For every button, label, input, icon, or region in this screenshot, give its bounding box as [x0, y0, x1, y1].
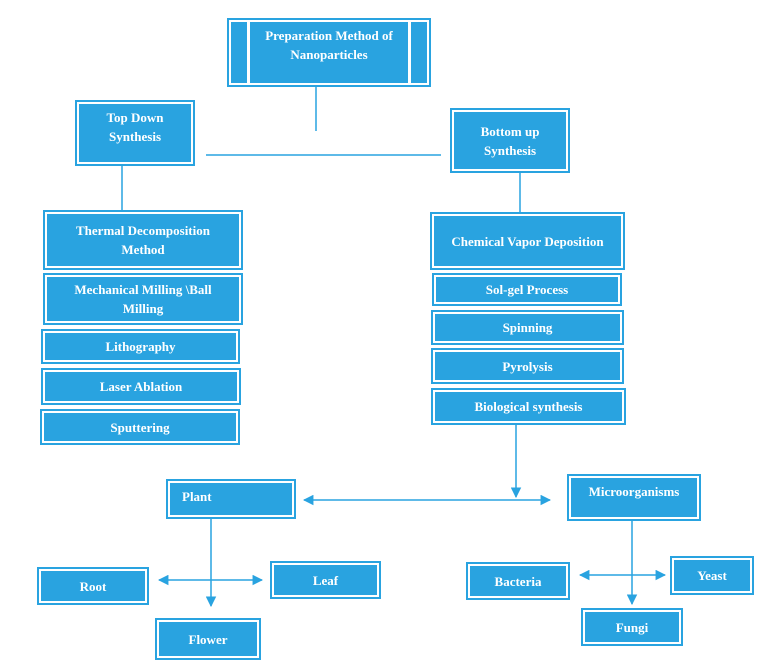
plant-part-label: Flower [188, 631, 228, 647]
microbe-label: Yeast [697, 568, 727, 583]
method-label: Chemical Vapor Deposition [451, 233, 604, 249]
method-spinning: Spinning [431, 310, 624, 345]
leaf-node: Leaf [270, 561, 381, 599]
yeast-node: Yeast [670, 556, 754, 595]
top-down-label: Top Down Synthesis [106, 110, 164, 144]
bacteria-node: Bacteria [466, 562, 570, 600]
method-biological-synthesis: Biological synthesis [431, 388, 626, 425]
bottom-up-node: Bottom up Synthesis [450, 108, 570, 173]
fungi-node: Fungi [581, 608, 683, 646]
method-sputtering: Sputtering [40, 409, 240, 445]
method-label: Thermal Decomposition Method [76, 223, 210, 257]
method-label: Mechanical Milling \Ball Milling [74, 282, 212, 316]
method-mechanical-milling: Mechanical Milling \Ball Milling [43, 273, 243, 325]
method-sol-gel: Sol-gel Process [432, 273, 622, 306]
microbe-label: Fungi [615, 619, 649, 635]
method-label: Spinning [502, 320, 553, 335]
method-pyrolysis: Pyrolysis [431, 348, 624, 384]
method-lithography: Lithography [41, 329, 240, 364]
method-label: Lithography [105, 339, 176, 354]
microbe-label: Bacteria [494, 573, 542, 589]
method-label: Pyrolysis [502, 358, 553, 374]
plant-label: Plant [182, 489, 212, 504]
plant-node: Plant [166, 479, 296, 519]
method-thermal-decomposition: Thermal Decomposition Method [43, 210, 243, 270]
plant-part-label: Leaf [312, 572, 339, 588]
method-label: Laser Ablation [99, 379, 183, 394]
top-down-node: Top Down Synthesis [75, 100, 195, 166]
flower-node: Flower [155, 618, 261, 660]
method-label: Sputtering [110, 419, 170, 435]
root-node: Preparation Method of Nanoparticles [227, 18, 431, 87]
method-label: Sol-gel Process [485, 282, 569, 297]
plant-part-label: Root [79, 578, 107, 594]
method-chemical-vapor-deposition: Chemical Vapor Deposition [430, 212, 625, 270]
bottom-up-label: Bottom up Synthesis [480, 123, 540, 158]
microorganisms-label: Microorganisms [588, 484, 680, 499]
root-node-label: Preparation Method of Nanoparticles [265, 28, 393, 62]
root-part-node: Root [37, 567, 149, 605]
method-label: Biological synthesis [474, 399, 583, 414]
method-laser-ablation: Laser Ablation [41, 368, 241, 405]
microorganisms-node: Microorganisms [567, 474, 701, 521]
